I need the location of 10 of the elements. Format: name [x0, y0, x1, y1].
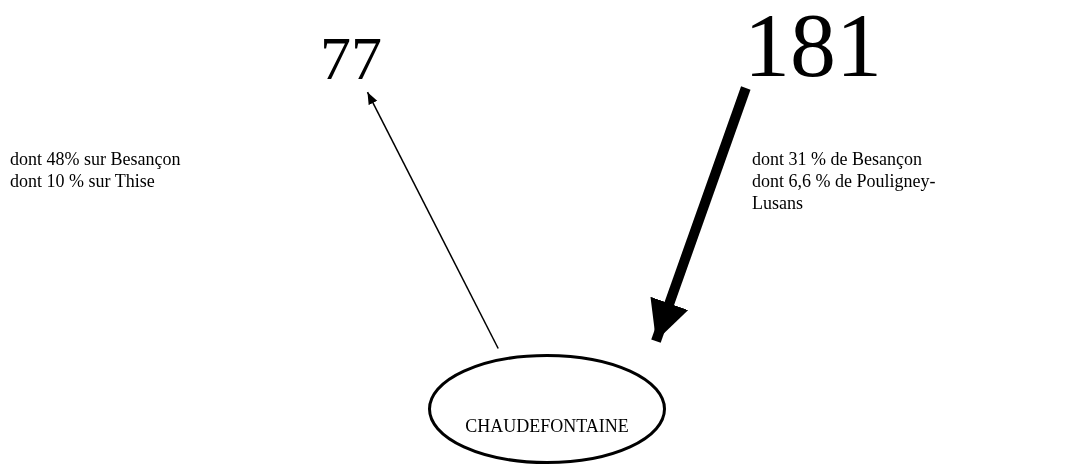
flow-count: 77 — [320, 27, 382, 89]
flow-count: 181 — [744, 0, 882, 91]
share-note: dont 31 % de Besançon — [752, 148, 923, 170]
share-note: dont 6,6 % de Pouligney-Lusans — [752, 170, 937, 214]
share-note: dont 10 % sur Thise — [10, 170, 156, 192]
place-name: CHAUDEFONTAINE — [465, 417, 629, 435]
arrow — [366, 91, 499, 350]
share-note: dont 48% sur Besançon — [10, 148, 182, 170]
arrow — [650, 86, 751, 343]
place-ellipse — [428, 354, 666, 464]
